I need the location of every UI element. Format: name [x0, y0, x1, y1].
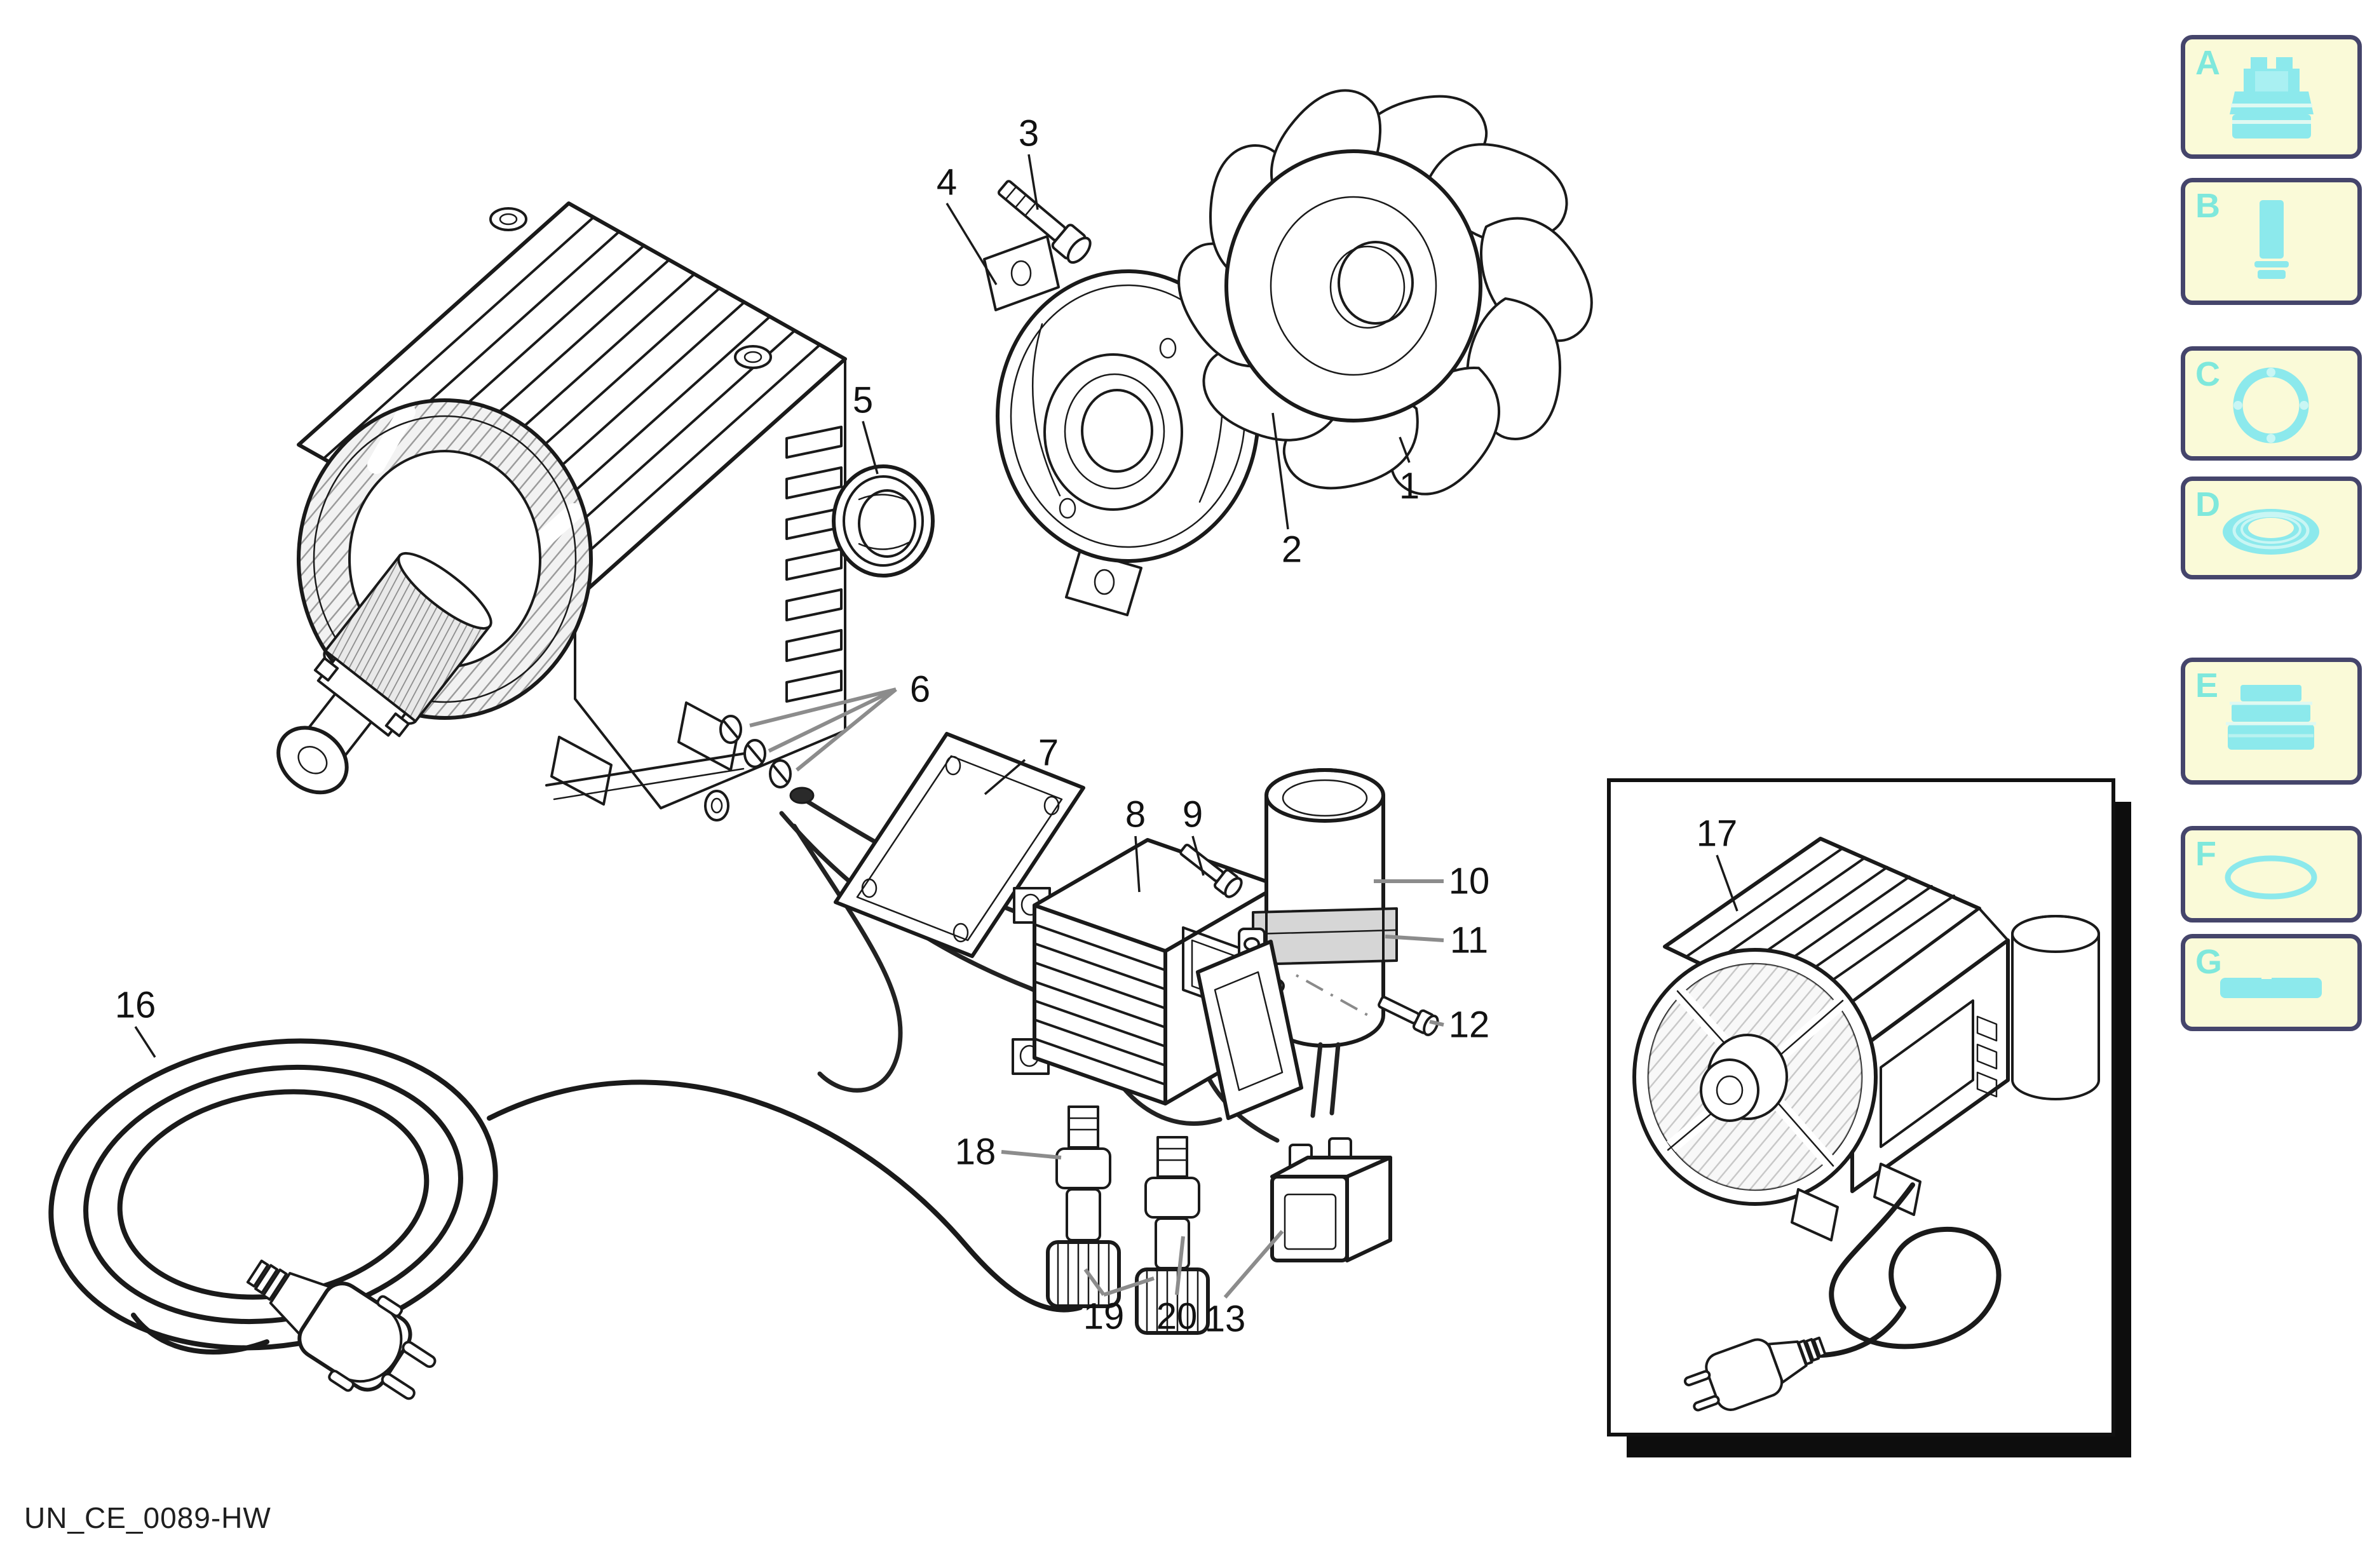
legend-letter-e: E: [2195, 666, 2219, 705]
legend-box-f: F: [2181, 826, 2362, 923]
stepped-bushing-icon: [2226, 685, 2316, 750]
callout-leader-9: [1191, 835, 1205, 876]
callout-label-19: 19: [1083, 1296, 1125, 1337]
screw-12-drawing: [1378, 996, 1439, 1036]
callout-label-5: 5: [853, 380, 873, 421]
legend-box-d: D: [2181, 476, 2362, 579]
callout-leader-18: [1001, 1150, 1062, 1159]
callout-label-10: 10: [1449, 861, 1490, 902]
legend-box-a: A: [2181, 35, 2362, 159]
switch-drawing: [1270, 1137, 1392, 1262]
callout-leader-16: [134, 1026, 156, 1058]
motor-body-drawing: [276, 201, 847, 809]
legend-letter-g: G: [2195, 943, 2223, 981]
callout-label-3: 3: [1019, 113, 1039, 154]
callout-leader-17: [1716, 855, 1738, 912]
callout-label-4: 4: [937, 162, 957, 203]
rotor-shaft-drawing: [276, 551, 492, 795]
callout-label-16: 16: [115, 985, 156, 1026]
fan-wheel-drawing: [1166, 74, 1604, 510]
key-bar-icon: [2220, 974, 2322, 998]
legend-letter-b: B: [2195, 187, 2220, 225]
mains-plug-drawing: [246, 1259, 437, 1400]
switch-frame-drawing: [1196, 940, 1303, 1120]
callout-leader-4: [946, 203, 998, 285]
callout-leader-8: [1134, 835, 1141, 893]
legend-box-g: G: [2181, 934, 2362, 1031]
callout-label-18: 18: [955, 1132, 996, 1173]
callout-leader-7: [984, 759, 1026, 795]
terminal-cap-icon: [2230, 57, 2314, 139]
grooved-seal-icon: [2223, 509, 2319, 555]
capacitor-drawing: [1238, 768, 1439, 1118]
callout-leader-6: [796, 687, 897, 772]
legend-box-b: B: [2181, 178, 2362, 305]
legend-box-c: C: [2181, 346, 2362, 461]
document-code: UN_CE_0089-HW: [24, 1501, 271, 1534]
callout-label-2: 2: [1282, 529, 1302, 571]
callout-label-8: 8: [1125, 794, 1146, 835]
screw-3-drawing: [997, 180, 1092, 264]
callout-label-13: 13: [1205, 1299, 1246, 1340]
callout-label-11: 11: [1450, 920, 1488, 961]
callout-leader-19: [1083, 1268, 1106, 1296]
gland-stack-left: [1046, 1105, 1121, 1308]
power-cable-drawing: [48, 1038, 1083, 1400]
callout-label-12: 12: [1449, 1004, 1490, 1046]
o-ring-icon: [2225, 855, 2317, 900]
cable-glands-drawing: [1046, 1105, 1210, 1335]
bearing-drawing: [832, 464, 935, 578]
callout-leader-6: [749, 687, 897, 727]
legend-letter-c: C: [2195, 355, 2220, 393]
gasket-drawing: [834, 732, 1085, 958]
assembled-motor-drawing: [1632, 837, 2100, 1412]
callout-leader-20: [1175, 1236, 1185, 1295]
callout-leader-6: [768, 687, 897, 753]
callout-leader-5: [862, 421, 879, 475]
callout-label-20: 20: [1156, 1296, 1198, 1337]
callout-leader-13: [1223, 1230, 1284, 1299]
sleeve-pin-icon: [2254, 200, 2289, 279]
legend-letter-f: F: [2195, 835, 2216, 873]
callout-leader-1: [1399, 436, 1411, 463]
callout-label-1: 1: [1399, 466, 1420, 507]
callout-label-6: 6: [910, 669, 930, 710]
terminal-screws-drawing: [704, 715, 815, 821]
legend-letter-d: D: [2195, 485, 2220, 524]
callout-leader-19: [1103, 1276, 1155, 1297]
callout-leader-2: [1271, 412, 1289, 530]
callout-label-17: 17: [1697, 813, 1738, 855]
callout-leader-3: [1027, 154, 1039, 210]
inset-box: [1607, 778, 2131, 1457]
legend-box-e: E: [2181, 658, 2362, 785]
callout-leader-11: [1385, 935, 1444, 942]
notched-ring-icon: [2233, 367, 2309, 443]
callout-leader-12: [1429, 1020, 1444, 1027]
legend-letter-a: A: [2195, 44, 2220, 82]
callout-label-7: 7: [1038, 733, 1059, 774]
callout-label-9: 9: [1183, 794, 1203, 835]
